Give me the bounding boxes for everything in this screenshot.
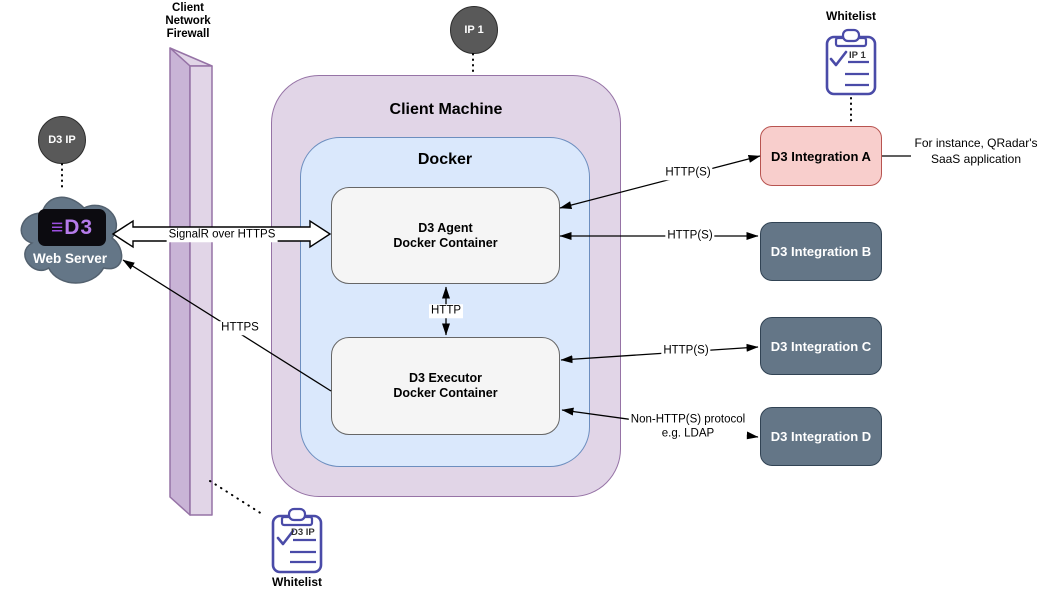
whitelist-bottom-clipboard-icon (271, 507, 323, 574)
firewall-shape (169, 47, 213, 516)
docker-title: Docker (417, 151, 473, 168)
ip1-badge: IP 1 (450, 6, 498, 54)
integration-a-label: D3 Integration A (771, 148, 871, 164)
ip1-badge-label: IP 1 (464, 24, 484, 36)
http-label: HTTP (428, 304, 464, 318)
http-s-label-a: HTTP(S) (663, 166, 713, 180)
whitelist-top-entry: IP 1 (849, 50, 866, 61)
integration-b-label: D3 Integration B (770, 244, 872, 259)
whitelist-bottom-entry: D3 IP (291, 527, 315, 538)
d3-ip-badge-label: D3 IP (48, 134, 76, 146)
integration-d-label: D3 Integration D (770, 429, 872, 444)
integration-a-box: D3 Integration A (760, 126, 882, 186)
whitelist-top-clipboard-icon (825, 28, 877, 96)
http-s-label-b: HTTP(S) (665, 229, 715, 243)
non-http-label: Non-HTTP(S) protocol e.g. LDAP (628, 413, 748, 441)
integration-c-label: D3 Integration C (770, 338, 872, 354)
dotted-firewall-to-whitelist (209, 480, 263, 515)
annotation-text: For instance, QRadar's SaaS application (914, 136, 1038, 166)
d3-logo: ≡D3 (38, 209, 106, 246)
executor-container-box: D3 Executor Docker Container (331, 337, 560, 435)
d3-ip-badge: D3 IP (38, 116, 86, 164)
agent-container-box: D3 Agent Docker Container (331, 187, 560, 284)
integration-b-box: D3 Integration B (760, 222, 882, 281)
whitelist-top-label: Whitelist (826, 9, 876, 23)
http-s-label-c: HTTP(S) (661, 344, 711, 358)
client-machine-title: Client Machine (389, 101, 503, 118)
signalr-label: SignalR over HTTPS (166, 228, 278, 242)
web-server-label: Web Server (32, 251, 108, 266)
d3-logo-glyph: ≡ (50, 215, 65, 239)
firewall-label: Client Network Firewall (165, 2, 211, 40)
d3-logo-text: D3 (64, 215, 94, 239)
integration-c-box: D3 Integration C (760, 317, 882, 375)
integration-d-box: D3 Integration D (760, 407, 882, 466)
whitelist-bottom-label: Whitelist (272, 575, 322, 589)
https-label: HTTPS (219, 321, 261, 335)
